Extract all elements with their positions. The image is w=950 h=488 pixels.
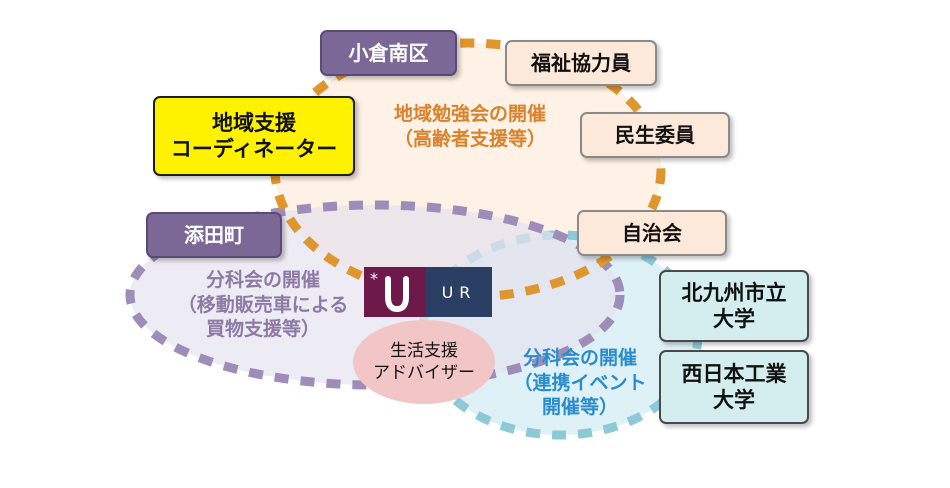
box-jichikai: 自治会 (577, 210, 727, 256)
left-caption-line-2: （移動販売車による (177, 293, 349, 316)
box-nishinippon-line-2: 大学 (713, 388, 755, 412)
box-kokura-minami-label: 小倉南区 (348, 40, 429, 65)
box-nishinippon-line-1: 西日本工業 (681, 361, 787, 386)
box-minsei: 民生委員 (580, 112, 730, 158)
box-chiiki-coordinator: 地域支援 コーディネーター (153, 96, 355, 176)
svg-text:*: * (370, 269, 378, 288)
box-nishinippon-univ: 西日本工業 大学 (659, 350, 809, 424)
box-soeda: 添田町 (146, 212, 282, 258)
ur-logo-text: UR (426, 267, 492, 317)
right-caption-line-2: （連携イベント (513, 371, 647, 394)
top-caption-line-1: 地域勉強会の開催 (393, 103, 546, 125)
box-fukushi: 福祉協力員 (505, 40, 657, 86)
box-kitakyushu-line-2: 大学 (713, 307, 755, 331)
box-jichikai-label: 自治会 (622, 220, 682, 245)
seikatsu-shien-advisor: 生活支援 アドバイザー (353, 320, 495, 404)
ur-emblem-icon: * (370, 269, 409, 313)
advisor-line-1: 生活支援 (390, 340, 458, 361)
box-kokura-minami: 小倉南区 (320, 30, 457, 76)
top-group-caption: 地域勉強会の開催 （高齢者支援等） (375, 102, 565, 151)
left-group-caption: 分科会の開催 （移動販売車による 買物支援等） (168, 268, 358, 342)
advisor-line-2: アドバイザー (373, 363, 475, 383)
ur-logo-mark: * (364, 267, 426, 317)
box-soeda-label: 添田町 (184, 222, 244, 247)
box-kitakyushu-line-1: 北九州市立 (681, 280, 787, 305)
right-caption-line-3: 開催等） (541, 396, 618, 419)
right-group-caption: 分科会の開催 （連携イベント 開催等） (495, 346, 665, 420)
left-caption-line-3: 買物支援等） (205, 318, 320, 341)
left-caption-line-1: 分科会の開催 (205, 269, 320, 291)
box-chiiki-line-1: 地域支援 (212, 110, 296, 135)
top-caption-line-2: （高齢者支援等） (393, 127, 546, 150)
box-kitakyushu-univ: 北九州市立 大学 (659, 270, 809, 342)
box-minsei-label: 民生委員 (615, 122, 695, 147)
box-chiiki-line-2: コーディネーター (170, 137, 338, 161)
box-fukushi-label: 福祉協力員 (531, 50, 631, 75)
right-caption-line-1: 分科会の開催 (522, 347, 637, 369)
